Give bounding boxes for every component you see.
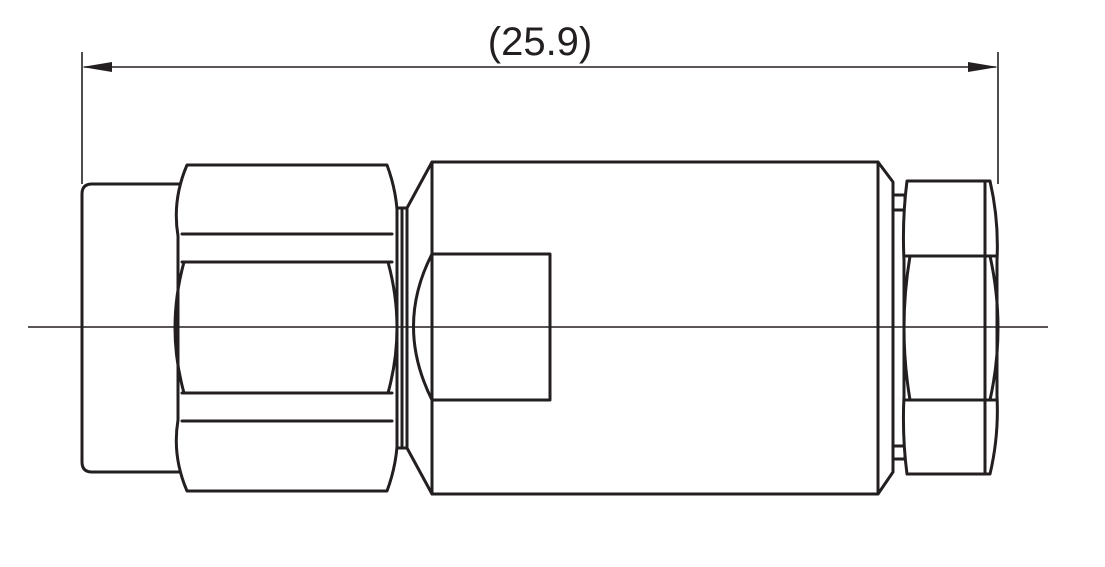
left-plug xyxy=(80,182,182,474)
overall-dimension: (25.9) xyxy=(81,20,999,184)
coupling-hex-nut xyxy=(173,163,400,493)
arrowhead-right xyxy=(968,62,998,72)
main-body xyxy=(405,160,895,496)
dimension-label: (25.9) xyxy=(488,20,593,64)
arrowhead-left xyxy=(82,62,112,72)
